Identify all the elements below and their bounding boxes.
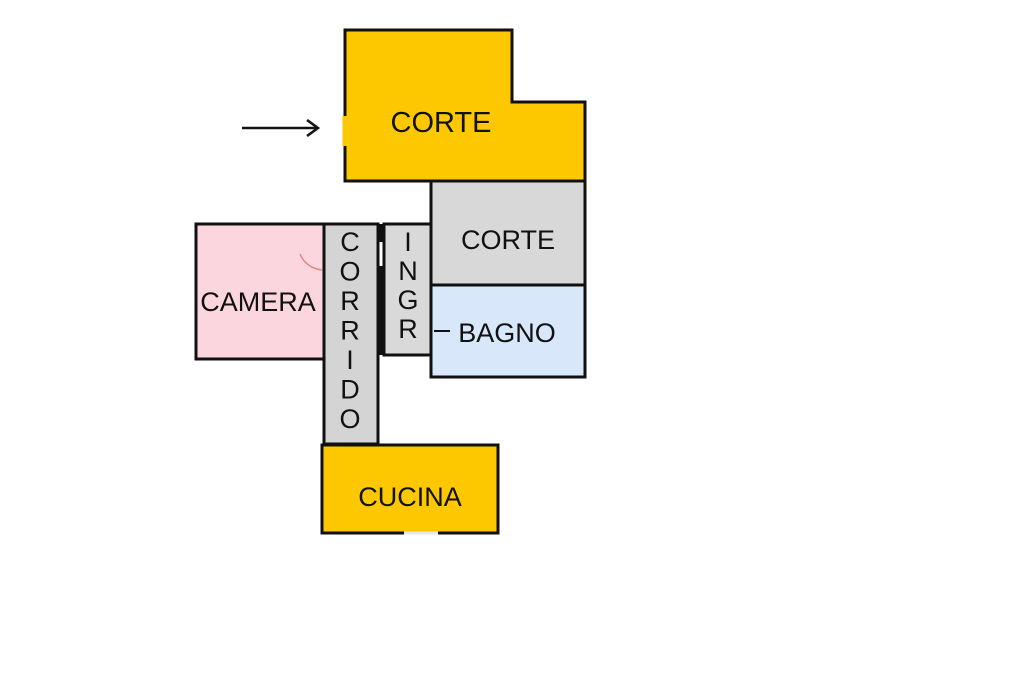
room-corte-outer [343, 28, 587, 183]
corridoio-letter: O [339, 404, 360, 434]
corridoio-letter: R [340, 316, 360, 346]
corridoio-letter: I [346, 345, 354, 375]
corridoio-letter: O [339, 257, 360, 287]
room-bagno [429, 283, 587, 379]
ingresso-letter: N [398, 256, 418, 286]
room-cucina [320, 443, 500, 535]
ingresso-letter: G [397, 285, 418, 315]
room-label-cucina: CUCINA [358, 482, 462, 512]
room-camera [194, 222, 326, 361]
corridoio-letter: D [340, 375, 360, 405]
wall-segment [377, 224, 384, 242]
arrow-right-icon [242, 118, 321, 138]
room-label-camera: CAMERA [200, 287, 316, 317]
room-ingresso [382, 222, 433, 357]
ingresso-letter: I [404, 227, 412, 257]
room-label-corte-inner: CORTE [461, 225, 555, 255]
corridoio-letter: R [340, 286, 360, 316]
corridoio-letter: C [340, 227, 360, 257]
room-label-bagno: BAGNO [458, 318, 556, 348]
ingresso-letter: R [398, 314, 418, 344]
room-label-corte-outer: CORTE [391, 107, 492, 139]
camera-door-swing [299, 253, 323, 271]
wall-segment [377, 266, 384, 355]
